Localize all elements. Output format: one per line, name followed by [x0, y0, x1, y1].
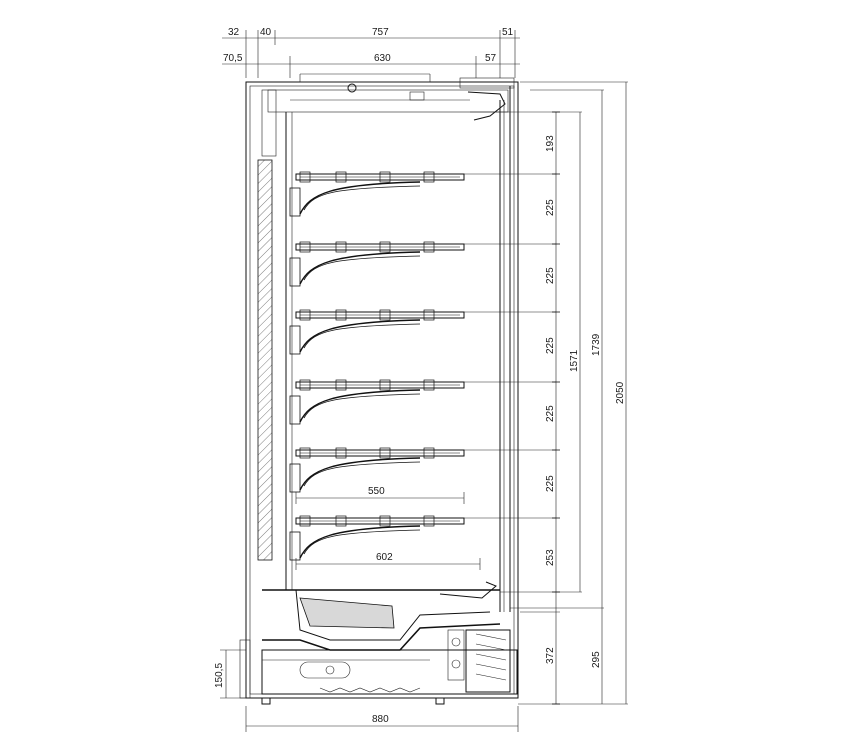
dim-1571: 1571: [569, 349, 580, 372]
dim-193: 193: [545, 135, 556, 152]
dim-602: 602: [376, 552, 393, 563]
dim-225-d: 225: [545, 405, 556, 422]
dim-51: 51: [502, 27, 514, 38]
right-dimensions: [470, 81, 628, 705]
dim-225-c: 225: [545, 337, 556, 354]
shelf: [289, 379, 556, 425]
dim-150-5: 150,5: [214, 663, 225, 688]
dim-253: 253: [545, 549, 556, 566]
dim-225-a: 225: [545, 199, 556, 216]
top-canopy: [261, 89, 509, 157]
shelf: [289, 241, 556, 287]
shelf: [289, 447, 556, 493]
dim-550: 550: [368, 486, 385, 497]
shelf: [289, 309, 556, 355]
top-dimensions: [222, 30, 520, 78]
cabinet-outline: [245, 73, 519, 699]
shelf-depth-dimensions: [295, 492, 481, 570]
dim-295: 295: [591, 651, 602, 668]
shelf: [289, 515, 556, 561]
width-dimension: [245, 706, 519, 732]
dim-630: 630: [374, 53, 391, 64]
shelf: [289, 171, 556, 217]
dim-225-e: 225: [545, 475, 556, 492]
dim-225-b: 225: [545, 267, 556, 284]
dim-32: 32: [228, 27, 240, 38]
right-dimension-labels: 193 225 225 225 225 225 253 372 1571 173…: [545, 135, 626, 668]
shelves: [289, 171, 556, 561]
dim-57: 57: [485, 53, 497, 64]
dim-757: 757: [372, 27, 389, 38]
dim-2050: 2050: [615, 381, 626, 404]
base-unit: [239, 581, 518, 705]
dim-372: 372: [545, 647, 556, 664]
dim-70-5: 70,5: [223, 53, 243, 64]
shelf-dimension-ticks: [552, 111, 560, 705]
dim-1739: 1739: [591, 333, 602, 356]
hatched-back-insulation: [257, 159, 273, 561]
dim-880: 880: [372, 714, 389, 725]
dim-40: 40: [260, 27, 272, 38]
foot-dimension: [220, 649, 246, 699]
